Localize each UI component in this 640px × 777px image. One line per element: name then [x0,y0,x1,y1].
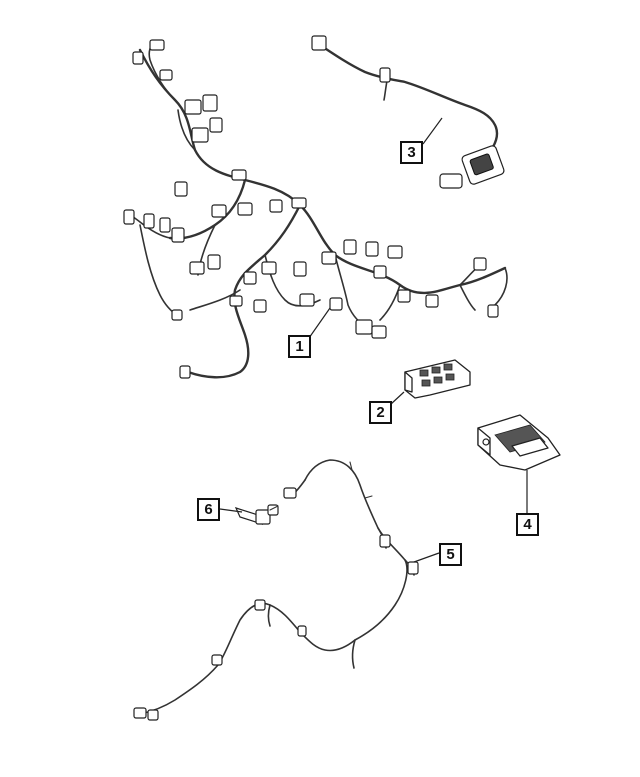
part-4-cover [477,414,561,471]
callout-1[interactable]: 1 [288,335,311,358]
leader-lines [219,117,528,563]
part-1-wiring-harness [123,39,508,379]
callout-4[interactable]: 4 [516,513,539,536]
part-5-harness [133,459,419,721]
callout-2[interactable]: 2 [369,401,392,424]
callout-6[interactable]: 6 [197,498,220,521]
part-2-bracket [404,359,471,399]
part-3-jumper-harness [311,35,505,189]
callout-3[interactable]: 3 [400,141,423,164]
callout-5[interactable]: 5 [439,543,462,566]
part-6-sensor [234,504,279,525]
part-3-connector-block [439,145,505,189]
